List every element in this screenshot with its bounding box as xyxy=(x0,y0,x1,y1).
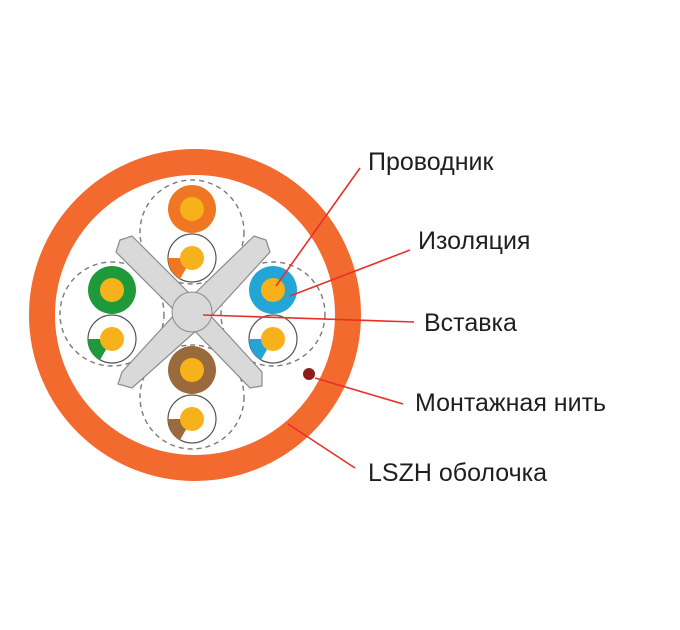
cross-separator xyxy=(115,235,271,389)
leader-jacket xyxy=(287,423,356,469)
label-conductor: Проводник xyxy=(368,148,494,176)
pair-boundary-brown xyxy=(139,344,245,450)
leader-ripcord xyxy=(314,377,404,405)
leader-insulation xyxy=(289,249,411,297)
brown-wire-striped-conductor xyxy=(180,407,204,431)
orange-wire-striped-conductor xyxy=(180,246,204,270)
pair-brown xyxy=(167,346,217,444)
blue-wire-striped-conductor xyxy=(261,327,285,351)
pair-blue xyxy=(248,266,298,364)
leader-separator xyxy=(202,314,415,323)
green-wire-striped-conductor xyxy=(100,327,124,351)
label-separator: Вставка xyxy=(424,309,517,337)
pair-green xyxy=(87,266,137,364)
ripcord-dot xyxy=(303,368,315,380)
orange-wire-solid-conductor xyxy=(180,197,204,221)
pair-boundary-blue xyxy=(220,261,326,367)
leader-lines xyxy=(202,167,415,469)
leader-conductor xyxy=(275,167,361,287)
label-jacket: LSZH оболочка xyxy=(368,459,547,487)
pair-orange xyxy=(167,185,217,283)
blue-wire-solid-conductor xyxy=(261,278,285,302)
green-wire-solid-conductor xyxy=(100,278,124,302)
pair-boundary-orange xyxy=(139,179,245,285)
label-ripcord: Монтажная нить xyxy=(415,389,606,417)
label-insulation: Изоляция xyxy=(418,227,530,255)
brown-wire-solid-conductor xyxy=(180,358,204,382)
pair-boundary-green xyxy=(59,261,165,367)
separator-core xyxy=(171,291,213,333)
pair-boundaries xyxy=(59,179,326,450)
